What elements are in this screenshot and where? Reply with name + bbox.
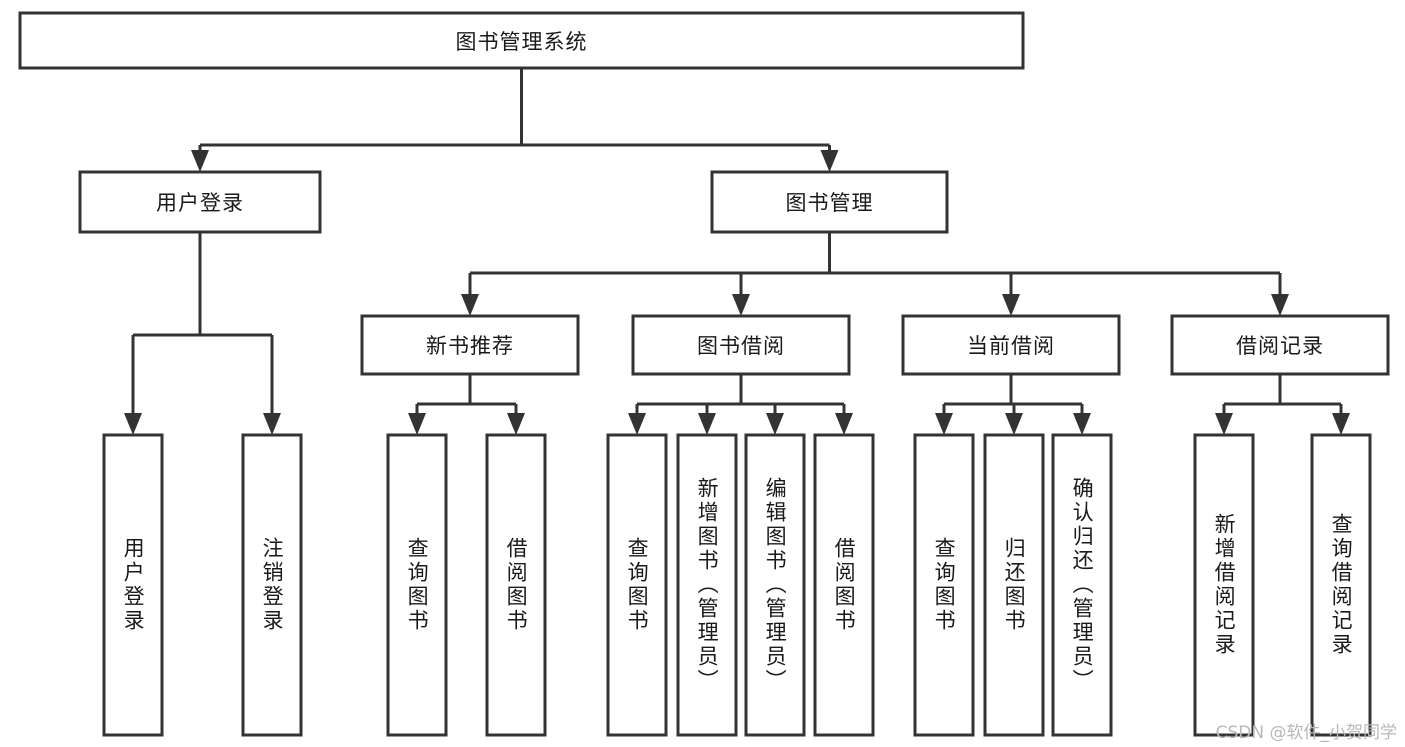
node-label-root: 图书管理系统 [455,29,588,54]
node-label-book-borrow: 图书借阅 [697,334,785,358]
arrow-head-icon [820,150,839,172]
node-label-current-borrow: 当前借阅 [967,334,1055,358]
arrow-head-icon [1073,413,1091,435]
arrow-head-icon [732,294,750,316]
arrow-head-icon [1002,294,1020,316]
node-label-leaf-user-logout: 注销登录 [260,537,285,633]
arrow-head-icon [835,413,853,435]
node-box-user-login[interactable] [78,170,322,234]
arrow-head-icon [1005,413,1023,435]
arrow-head-icon [698,413,716,435]
node-box-leaf-query-book-1[interactable] [386,433,448,737]
arrow-head-icon [124,413,142,435]
node-box-leaf-user-logout[interactable] [241,433,303,737]
node-box-leaf-add-book[interactable] [676,433,738,737]
node-label-leaf-user-login: 用户登录 [121,537,146,633]
arrow-head-icon [935,413,953,435]
node-label-leaf-query-book-2: 查询图书 [625,537,650,633]
node-label-new-book-recommend: 新书推荐 [426,334,514,358]
node-label-leaf-return-book: 归还图书 [1002,537,1027,633]
node-boxes [18,11,1390,737]
arrow-head-icon [1332,413,1350,435]
node-label-user-login: 用户登录 [156,191,244,215]
node-box-leaf-borrow-book-2[interactable] [813,433,875,737]
node-label-leaf-query-book-3: 查询图书 [932,537,957,633]
arrow-head-icon [1215,413,1233,435]
node-box-leaf-return-book[interactable] [983,433,1045,737]
node-label-leaf-confirm-return: 确认归还（管理员） [1070,477,1095,693]
node-label-leaf-add-record: 新增借阅记录 [1212,513,1237,657]
node-box-leaf-confirm-return[interactable] [1051,433,1113,737]
connector-edges [124,68,1350,435]
node-label-leaf-query-record: 查询借阅记录 [1329,513,1354,657]
node-box-leaf-query-book-3[interactable] [913,433,975,737]
node-label-leaf-add-book: 新增图书（管理员） [695,477,720,693]
node-label-book-management: 图书管理 [785,191,874,215]
node-label-leaf-edit-book: 编辑图书（管理员） [763,477,788,693]
watermark-text: CSDN @软件_小贺同学 [1215,723,1397,743]
node-box-leaf-add-record[interactable] [1193,433,1255,737]
node-label-leaf-borrow-book-1: 借阅图书 [504,537,529,633]
arrow-head-icon [191,150,209,172]
arrow-head-icon [263,413,281,435]
node-box-leaf-edit-book[interactable] [744,433,806,737]
node-label-leaf-borrow-book-2: 借阅图书 [832,537,857,633]
node-box-book-borrow[interactable] [631,314,851,376]
node-box-borrow-record[interactable] [1170,314,1390,376]
node-box-current-borrow[interactable] [901,314,1121,376]
arrow-head-icon [766,413,784,435]
node-box-new-book-recommend[interactable] [360,314,580,376]
node-box-leaf-borrow-book-1[interactable] [485,433,547,737]
node-box-leaf-user-login[interactable] [102,433,164,737]
node-box-leaf-query-book-2[interactable] [606,433,668,737]
arrow-head-icon [507,413,525,435]
arrow-head-icon [461,294,479,316]
arrow-head-icon [628,413,646,435]
node-label-leaf-query-book-1: 查询图书 [405,537,430,633]
node-box-book-management[interactable] [710,170,949,234]
arrow-head-icon [1271,294,1289,316]
node-box-root[interactable] [18,11,1025,70]
node-box-leaf-query-record[interactable] [1310,433,1372,737]
node-label-borrow-record: 借阅记录 [1236,334,1324,358]
arrow-head-icon [408,413,426,435]
